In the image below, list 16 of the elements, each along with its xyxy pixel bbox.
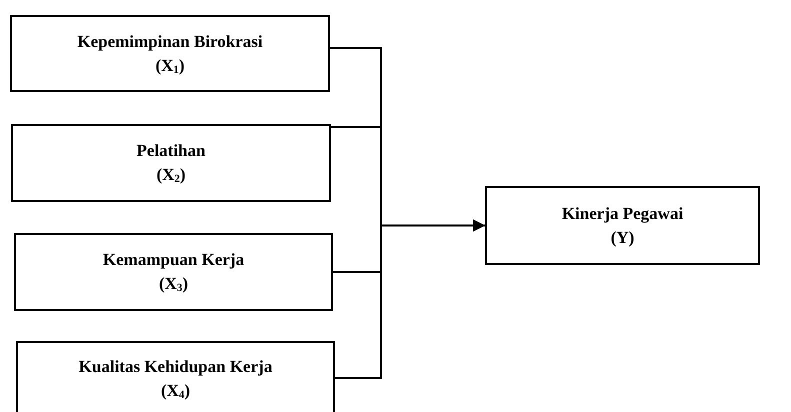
variable-box: [10, 15, 330, 92]
variable-name: Kinerja Pegawai: [562, 202, 684, 225]
variable-name: Pelatihan: [136, 140, 206, 162]
variable-symbol: (X$_{4}$): [160, 380, 190, 403]
variable-box: [14, 233, 333, 311]
variable-name: Kemampuan Kerja: [102, 249, 244, 271]
variable-box: [11, 124, 331, 202]
variable-symbol: (Y): [610, 226, 634, 248]
variable-name: Kepemimpinan Birokrasi: [77, 30, 263, 53]
variable-symbol: (X$_{1}$): [155, 54, 185, 78]
variable-symbol: (X$_{2}$): [156, 164, 186, 187]
connector-arrow: [335, 220, 485, 379]
variable-symbol: (X$_{3}$): [158, 273, 188, 296]
variable-box: [16, 341, 335, 412]
variable-name: Kualitas Kehidupan Kerja: [78, 356, 272, 378]
variable-box: [485, 186, 760, 265]
